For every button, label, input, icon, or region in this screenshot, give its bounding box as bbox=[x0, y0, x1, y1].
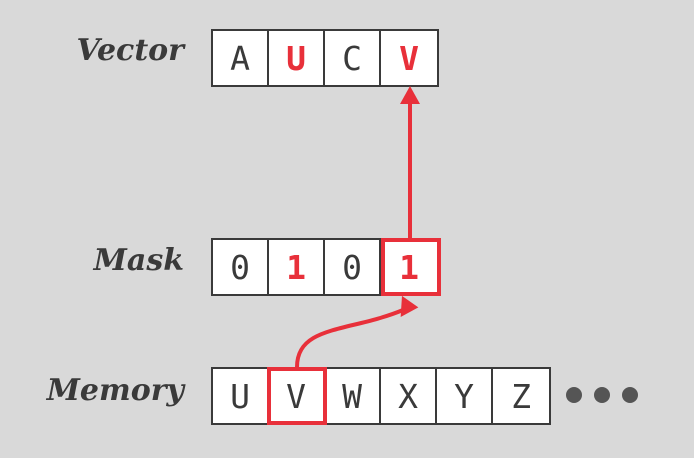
mask-cell: 1 bbox=[269, 240, 325, 294]
ellipsis-dots-icon bbox=[566, 387, 638, 403]
memory-cell: X bbox=[381, 369, 437, 423]
mask-cell: 0 bbox=[325, 240, 381, 294]
dot bbox=[566, 387, 582, 403]
load-arrow bbox=[295, 308, 404, 368]
mask-cell: 1 bbox=[399, 247, 419, 287]
memory-label: Memory bbox=[46, 373, 184, 408]
vector-label: Vector bbox=[76, 33, 184, 68]
mask-label: Mask bbox=[93, 243, 184, 278]
vector-cell: V bbox=[399, 38, 419, 78]
mask-to-vector-arrowhead bbox=[400, 86, 420, 104]
load-arrowhead bbox=[400, 295, 419, 317]
memory-cell: W bbox=[325, 369, 381, 423]
vector-cell: A bbox=[213, 31, 269, 85]
dot bbox=[594, 387, 610, 403]
vector-cell: C bbox=[325, 31, 381, 85]
mask-cell: 0 bbox=[213, 240, 269, 294]
vector-register: A U C V bbox=[211, 29, 439, 87]
memory-cell: Z bbox=[511, 376, 531, 416]
memory-cell: Y bbox=[437, 369, 493, 423]
dot bbox=[622, 387, 638, 403]
vector-cell: U bbox=[269, 31, 325, 85]
